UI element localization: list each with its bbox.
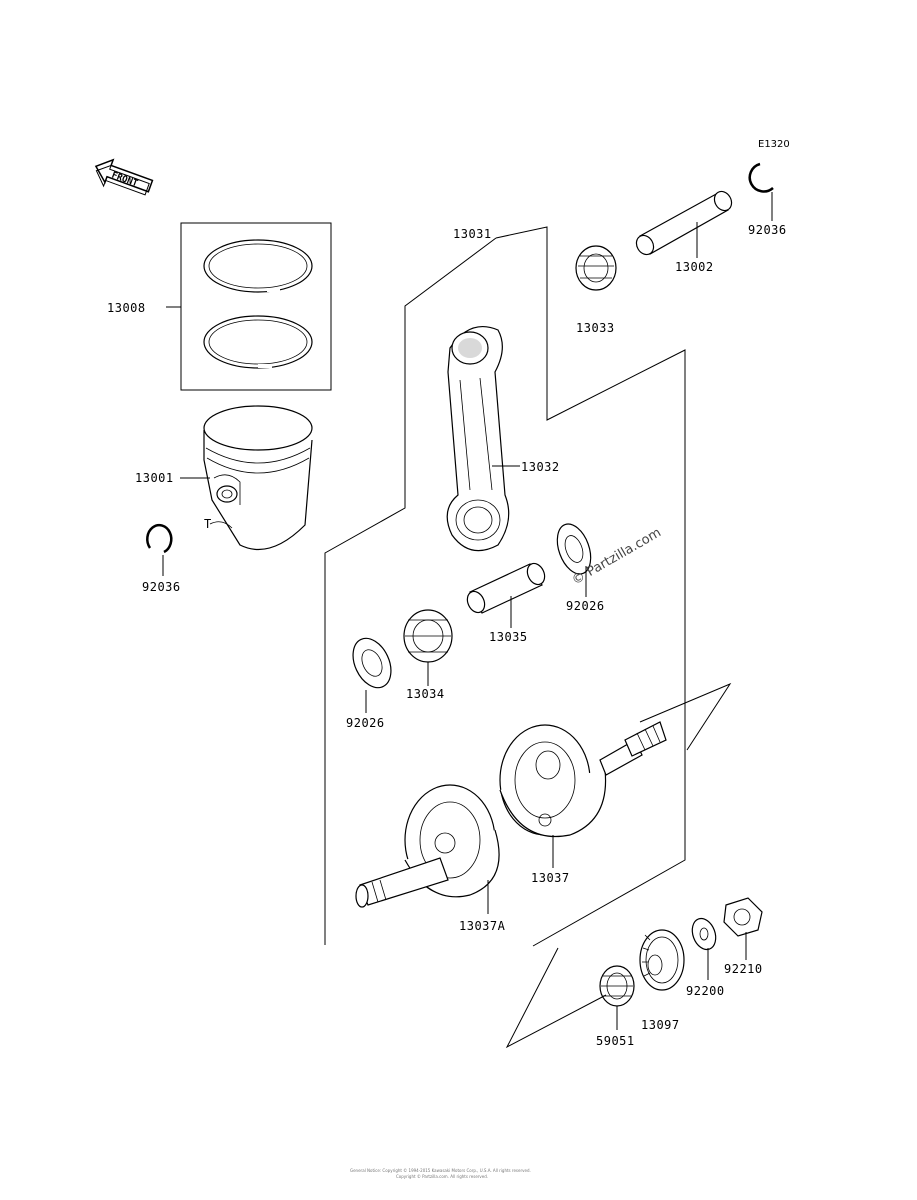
footer-line-2: Copyright © Partzilla.com. All rights re… bbox=[396, 1174, 488, 1179]
label-92026-right[interactable]: 92026 bbox=[566, 599, 605, 613]
piston-pin[interactable] bbox=[633, 188, 735, 257]
thrust-washer-left[interactable] bbox=[346, 632, 399, 693]
crankshaft-right[interactable] bbox=[499, 721, 667, 838]
crankshaft-left[interactable] bbox=[355, 784, 500, 908]
label-92200[interactable]: 92200 bbox=[686, 984, 725, 998]
washer[interactable] bbox=[688, 915, 720, 953]
label-92026-left[interactable]: 92026 bbox=[346, 716, 385, 730]
footer-line-1: General Notice: Copyright © 1994-2015 Ka… bbox=[350, 1168, 531, 1173]
label-13031[interactable]: 13031 bbox=[453, 227, 492, 241]
label-13001[interactable]: 13001 bbox=[135, 471, 174, 485]
needle-bearing[interactable] bbox=[599, 965, 635, 1007]
front-arrow-icon: FRONT bbox=[94, 158, 154, 196]
big-end-bearing[interactable] bbox=[403, 609, 453, 663]
small-end-bearing[interactable] bbox=[575, 245, 617, 291]
label-59051[interactable]: 59051 bbox=[596, 1034, 635, 1048]
label-13034: 13034 bbox=[406, 687, 445, 701]
thrust-washer-right[interactable] bbox=[551, 519, 597, 578]
label-13097[interactable]: 13097 bbox=[641, 1018, 680, 1032]
label-13002[interactable]: 13002 bbox=[675, 260, 714, 274]
label-13032[interactable]: 13032 bbox=[521, 460, 560, 474]
label-13008[interactable]: 13008 bbox=[107, 301, 146, 315]
assembly-bracket bbox=[324, 226, 686, 947]
crank-pin[interactable] bbox=[464, 561, 548, 616]
label-13037[interactable]: 13037 bbox=[531, 871, 570, 885]
label-92036-right[interactable]: 92036 bbox=[748, 223, 787, 237]
pin-mark: T bbox=[204, 517, 212, 531]
label-13035: 13035 bbox=[489, 630, 528, 644]
crank-gear[interactable] bbox=[639, 929, 685, 991]
label-13033: 13033 bbox=[576, 321, 615, 335]
nut[interactable] bbox=[723, 897, 763, 937]
label-92210[interactable]: 92210 bbox=[724, 962, 763, 976]
piston-rings[interactable] bbox=[180, 222, 332, 391]
connecting-rod[interactable] bbox=[446, 326, 510, 552]
label-92036-left[interactable]: 92036 bbox=[142, 580, 181, 594]
piston[interactable] bbox=[203, 405, 313, 551]
circlip-right[interactable] bbox=[748, 162, 774, 193]
circlip-left[interactable] bbox=[146, 523, 173, 554]
reference-code: E1320 bbox=[758, 139, 790, 150]
label-13037A[interactable]: 13037A bbox=[459, 919, 506, 933]
